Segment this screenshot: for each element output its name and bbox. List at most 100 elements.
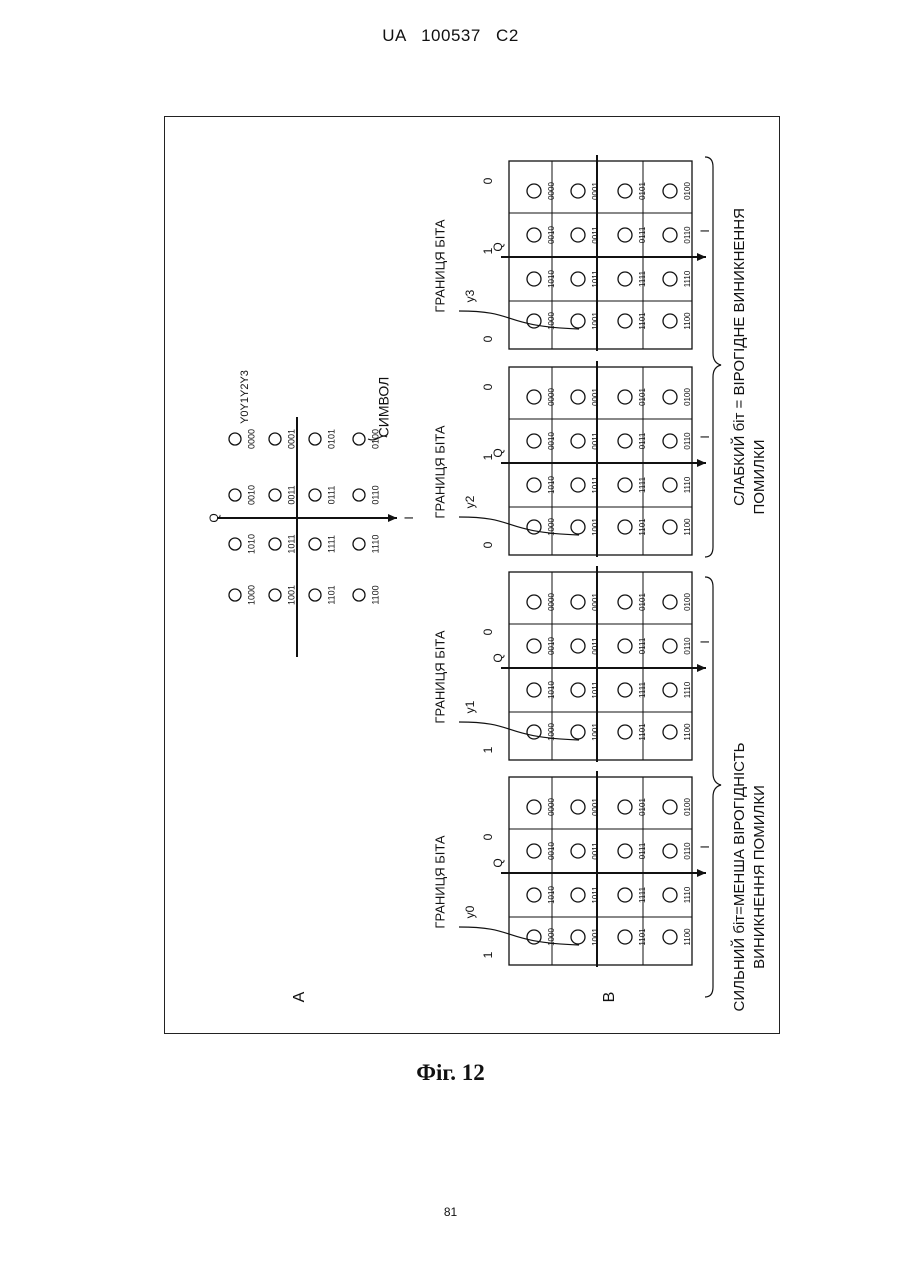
symbol-bits: 0100	[683, 593, 692, 611]
symbol-bits: 0000	[547, 388, 556, 406]
q-axis-label: Q	[491, 858, 505, 867]
symbol-point	[571, 434, 585, 448]
symbol-point	[269, 489, 281, 501]
symbol-bits: 1111	[638, 270, 647, 287]
symbol-bits: 0001	[591, 798, 600, 816]
symbol-point	[663, 520, 677, 534]
symbol-point	[353, 489, 365, 501]
symbol-point	[269, 433, 281, 445]
symbol-bits: 1001	[591, 723, 600, 741]
symbol-bits: 1010	[246, 534, 256, 554]
i-axis-label: I	[698, 229, 712, 232]
symbol-bits: 1001	[591, 518, 600, 536]
symbol-bits: 1101	[326, 585, 336, 604]
symbol-point	[309, 433, 321, 445]
symbol-label: СИМВОЛ	[376, 377, 392, 438]
symbol-bits: 1001	[591, 312, 600, 330]
symbol-point	[527, 184, 541, 198]
i-axis-label: I	[402, 516, 416, 519]
symbol-bits: 0111	[638, 637, 647, 654]
symbol-point	[618, 595, 632, 609]
symbol-point	[527, 434, 541, 448]
symbol-bits: 1100	[683, 723, 692, 741]
symbol-bits: 1011	[591, 270, 600, 288]
bit-boundary-curve	[459, 722, 579, 740]
i-axis-arrow	[697, 664, 706, 672]
panel-a-label: А	[291, 991, 308, 1002]
symbol-bits: 1100	[683, 312, 692, 330]
symbol-point	[527, 272, 541, 286]
symbol-point	[353, 433, 365, 445]
symbol-point	[571, 520, 585, 534]
map-y2: QI10001010001000001001101100110001110111…	[432, 361, 712, 557]
symbol-bits: 0101	[638, 593, 647, 611]
bit-value: 1	[481, 951, 495, 958]
bit-name-label: y3	[463, 289, 477, 302]
symbol-point	[663, 595, 677, 609]
symbol-point	[618, 930, 632, 944]
symbol-point	[527, 639, 541, 653]
bit-boundary-label: ГРАНИЦЯ БІТА	[432, 219, 447, 313]
symbol-bits: 0110	[370, 485, 380, 504]
symbol-point	[618, 314, 632, 328]
bit-value: 0	[481, 628, 495, 635]
symbol-bits: 1110	[683, 476, 692, 493]
i-axis-arrow	[697, 253, 706, 261]
map-border	[509, 572, 692, 760]
symbol-point	[527, 228, 541, 242]
weak-bit-note: СЛАБКИЙ біт = ВІРОГІДНЕ ВИНИКНЕННЯ	[730, 208, 748, 506]
symbol-point	[618, 844, 632, 858]
symbol-point	[571, 930, 585, 944]
symbol-point	[229, 433, 241, 445]
symbol-point	[269, 538, 281, 550]
symbol-point	[618, 228, 632, 242]
symbol-point	[663, 888, 677, 902]
symbol-point	[571, 683, 585, 697]
bit-value: 0	[481, 541, 495, 548]
symbol-bits: 0001	[286, 429, 296, 449]
symbol-point	[618, 639, 632, 653]
symbol-point	[571, 272, 585, 286]
symbol-bits: 1101	[638, 518, 647, 536]
bit-boundary-label: ГРАНИЦЯ БІТА	[432, 835, 447, 929]
symbol-point	[618, 434, 632, 448]
bit-boundary-label: ГРАНИЦЯ БІТА	[432, 425, 447, 519]
bit-value: 0	[481, 177, 495, 184]
i-axis-arrow	[388, 514, 397, 522]
q-axis-label: Q	[491, 653, 505, 662]
bit-name-label: y2	[463, 495, 477, 508]
symbol-bits: 0010	[547, 432, 556, 450]
symbol-point	[353, 538, 365, 550]
symbol-point	[618, 888, 632, 902]
symbol-bits: 1110	[370, 535, 380, 554]
symbol-bits: 0010	[547, 637, 556, 655]
symbol-bits: 0011	[591, 432, 600, 450]
symbol-point	[269, 589, 281, 601]
symbol-point	[663, 434, 677, 448]
bit-value: 0	[481, 833, 495, 840]
symbol-bits: 0100	[683, 798, 692, 816]
symbol-bits: 0001	[591, 182, 600, 200]
symbol-point	[571, 844, 585, 858]
symbol-point	[663, 184, 677, 198]
symbol-bits: 0101	[326, 429, 336, 449]
panel-a-constellation: QIY0Y1Y2Y3100010100010000010011011001100…	[207, 370, 416, 1002]
symbol-bits: 0010	[547, 226, 556, 244]
symbol-point	[663, 639, 677, 653]
symbol-point	[618, 800, 632, 814]
symbol-point	[571, 800, 585, 814]
bit-name-label: y0	[463, 905, 477, 918]
symbol-point	[663, 390, 677, 404]
bit-value: 1	[481, 746, 495, 753]
bit-value: 0	[481, 335, 495, 342]
symbol-bits: 0000	[246, 429, 256, 449]
symbol-point	[527, 800, 541, 814]
symbol-point	[353, 589, 365, 601]
symbol-bits: 0011	[591, 842, 600, 860]
symbol-point	[663, 844, 677, 858]
bits-label: Y0Y1Y2Y3	[239, 370, 251, 424]
symbol-point	[571, 888, 585, 902]
symbol-point	[571, 639, 585, 653]
symbol-bits: 0101	[638, 798, 647, 816]
symbol-point	[571, 478, 585, 492]
